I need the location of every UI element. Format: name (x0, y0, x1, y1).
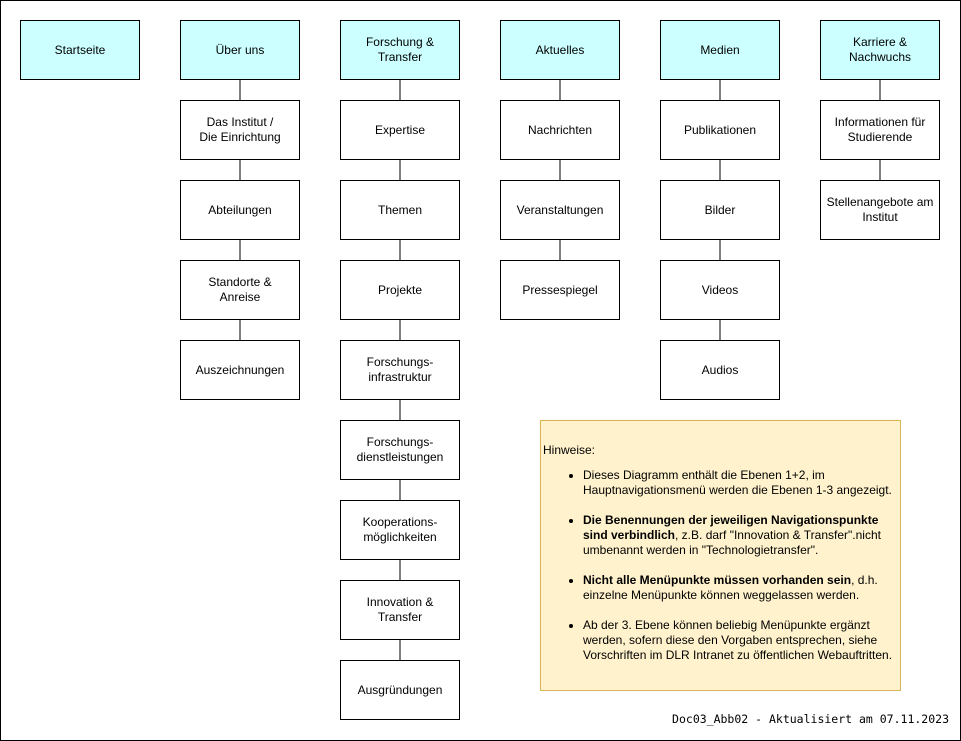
nav-item-label: Standorte & Anreise (208, 275, 272, 304)
nav-item-1-1: Abteilungen (180, 180, 300, 240)
nav-header-label: Aktuelles (535, 42, 585, 57)
nav-item-label: Videos (701, 282, 739, 297)
note-bullet-text: , z.B. darf "Innovation & Transfer".nich… (583, 528, 881, 557)
nav-item-3-2: Pressespiegel (500, 260, 620, 320)
nav-item-label: Audios (701, 362, 739, 377)
nav-header-3: Aktuelles (500, 20, 620, 80)
nav-item-label: Informationen für Studierende (834, 115, 926, 144)
nav-item-2-1: Themen (340, 180, 460, 240)
nav-item-4-1: Bilder (660, 180, 780, 240)
nav-item-label: Das Institut / Die Einrichtung (199, 115, 281, 144)
note-bullet: Dieses Diagramm enthält die Ebenen 1+2, … (583, 468, 902, 498)
nav-item-2-5: Kooperations- möglichkeiten (340, 500, 460, 560)
nav-header-1: Über uns (180, 20, 300, 80)
nav-item-label: Ausgründungen (357, 682, 443, 697)
nav-item-2-7: Ausgründungen (340, 660, 460, 720)
notes-title: Hinweise: (543, 443, 596, 457)
nav-item-label: Projekte (377, 282, 423, 297)
nav-item-label: Publikationen (683, 122, 757, 137)
nav-header-5: Karriere & Nachwuchs (820, 20, 940, 80)
nav-item-1-2: Standorte & Anreise (180, 260, 300, 320)
nav-header-4: Medien (660, 20, 780, 80)
nav-item-label: Forschungs- infrastruktur (366, 355, 434, 384)
nav-item-label: Auszeichnungen (195, 362, 285, 377)
nav-item-4-3: Audios (660, 340, 780, 400)
nav-item-label: Nachrichten (527, 122, 593, 137)
nav-item-label: Abteilungen (208, 202, 272, 217)
notes-list: Dieses Diagramm enthält die Ebenen 1+2, … (541, 468, 902, 678)
footer-caption: Doc03_Abb02 - Aktualisiert am 07.11.2023 (672, 712, 949, 726)
nav-header-label: Über uns (215, 42, 265, 57)
nav-header-label: Forschung & Transfer (365, 35, 435, 64)
notes-panel: Hinweise: Dieses Diagramm enthält die Eb… (540, 420, 901, 691)
nav-item-2-6: Innovation & Transfer (340, 580, 460, 640)
nav-item-2-0: Expertise (340, 100, 460, 160)
note-bullet: Nicht alle Menüpunkte müssen vorhanden s… (583, 573, 902, 603)
nav-item-label: Veranstaltungen (516, 202, 604, 217)
nav-header-0: Startseite (20, 20, 140, 80)
note-bullet-emphasis: Die Benennungen der jeweiligen Navigatio… (583, 513, 879, 542)
nav-item-4-0: Publikationen (660, 100, 780, 160)
nav-header-label: Startseite (54, 42, 106, 57)
nav-item-1-3: Auszeichnungen (180, 340, 300, 400)
nav-item-label: Forschungs- dienstleistungen (356, 435, 444, 464)
note-bullet: Ab der 3. Ebene können beliebig Menüpunk… (583, 618, 902, 663)
nav-item-2-2: Projekte (340, 260, 460, 320)
nav-header-label: Medien (700, 42, 740, 57)
nav-header-2: Forschung & Transfer (340, 20, 460, 80)
nav-item-3-1: Veranstaltungen (500, 180, 620, 240)
nav-item-label: Stellenangebote am Institut (826, 195, 934, 224)
note-bullet-text: Dieses Diagramm enthält die Ebenen 1+2, … (583, 468, 892, 497)
nav-item-label: Expertise (374, 122, 426, 137)
note-bullet-text: , d.h. einzelne Menüpunkte können weggel… (583, 573, 878, 602)
note-bullet-text: Ab der 3. Ebene können beliebig Menüpunk… (583, 618, 893, 662)
note-bullet-emphasis: Nicht alle Menüpunkte müssen vorhanden s… (583, 573, 852, 587)
nav-item-label: Innovation & Transfer (366, 595, 434, 624)
nav-item-2-3: Forschungs- infrastruktur (340, 340, 460, 400)
nav-item-2-4: Forschungs- dienstleistungen (340, 420, 460, 480)
nav-item-3-0: Nachrichten (500, 100, 620, 160)
nav-item-5-0: Informationen für Studierende (820, 100, 940, 160)
nav-item-label: Kooperations- möglichkeiten (362, 515, 438, 544)
nav-item-label: Themen (377, 202, 423, 217)
nav-item-1-0: Das Institut / Die Einrichtung (180, 100, 300, 160)
nav-item-label: Bilder (704, 202, 736, 217)
nav-item-5-1: Stellenangebote am Institut (820, 180, 940, 240)
nav-header-label: Karriere & Nachwuchs (848, 35, 912, 64)
note-bullet: Die Benennungen der jeweiligen Navigatio… (583, 513, 902, 558)
nav-item-label: Pressespiegel (522, 282, 598, 297)
nav-item-4-2: Videos (660, 260, 780, 320)
